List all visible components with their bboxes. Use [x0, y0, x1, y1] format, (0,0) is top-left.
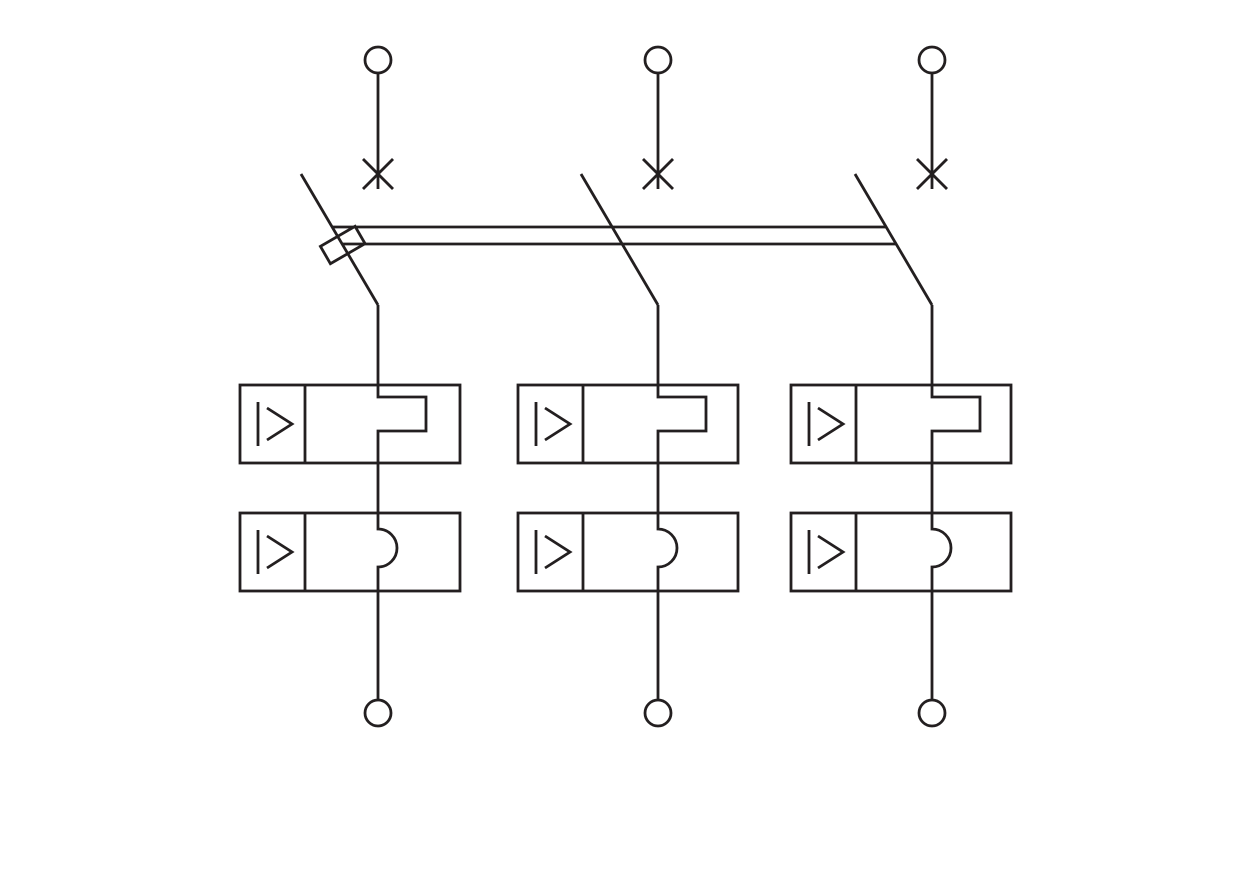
- overcurrent-label-chevron-icon: [544, 406, 573, 442]
- switch-blade: [299, 173, 380, 306]
- release-box-outline: [238, 511, 462, 593]
- electromagnetic-overcurrent-release: [238, 511, 462, 593]
- pole-3: [789, 45, 1013, 728]
- top-terminal: [643, 45, 673, 75]
- release-box-outline: [789, 383, 1013, 465]
- thermal-overload-release: [516, 383, 740, 465]
- pole-conductor: [376, 305, 428, 700]
- release-box-outline: [238, 383, 462, 465]
- contact-cross-icon: [642, 158, 674, 190]
- electromagnetic-overcurrent-release: [789, 511, 1013, 593]
- thermal-overload-release: [789, 383, 1013, 465]
- overcurrent-label-chevron-icon: [817, 534, 846, 570]
- overcurrent-label-chevron-icon: [266, 534, 295, 570]
- pole-1: [238, 45, 462, 728]
- bottom-terminal: [917, 698, 947, 728]
- top-terminal: [363, 45, 393, 75]
- common-trip-bar: [318, 224, 897, 266]
- contact-cross-icon: [362, 158, 394, 190]
- electromagnetic-overcurrent-release: [516, 511, 740, 593]
- pole-conductor: [656, 305, 708, 700]
- thermal-overload-release: [238, 383, 462, 465]
- pole-conductor: [930, 305, 982, 700]
- switch-blade: [579, 173, 660, 306]
- release-box-outline: [789, 511, 1013, 593]
- top-terminal: [917, 45, 947, 75]
- latch-mechanism: [318, 224, 367, 266]
- contact-cross-icon: [916, 158, 948, 190]
- overcurrent-label-chevron-icon: [817, 406, 846, 442]
- switch-blade: [853, 173, 934, 306]
- bottom-terminal: [643, 698, 673, 728]
- overcurrent-label-chevron-icon: [544, 534, 573, 570]
- bottom-terminal: [363, 698, 393, 728]
- release-box-outline: [516, 383, 740, 465]
- release-box-outline: [516, 511, 740, 593]
- overcurrent-label-chevron-icon: [266, 406, 295, 442]
- pole-2: [516, 45, 740, 728]
